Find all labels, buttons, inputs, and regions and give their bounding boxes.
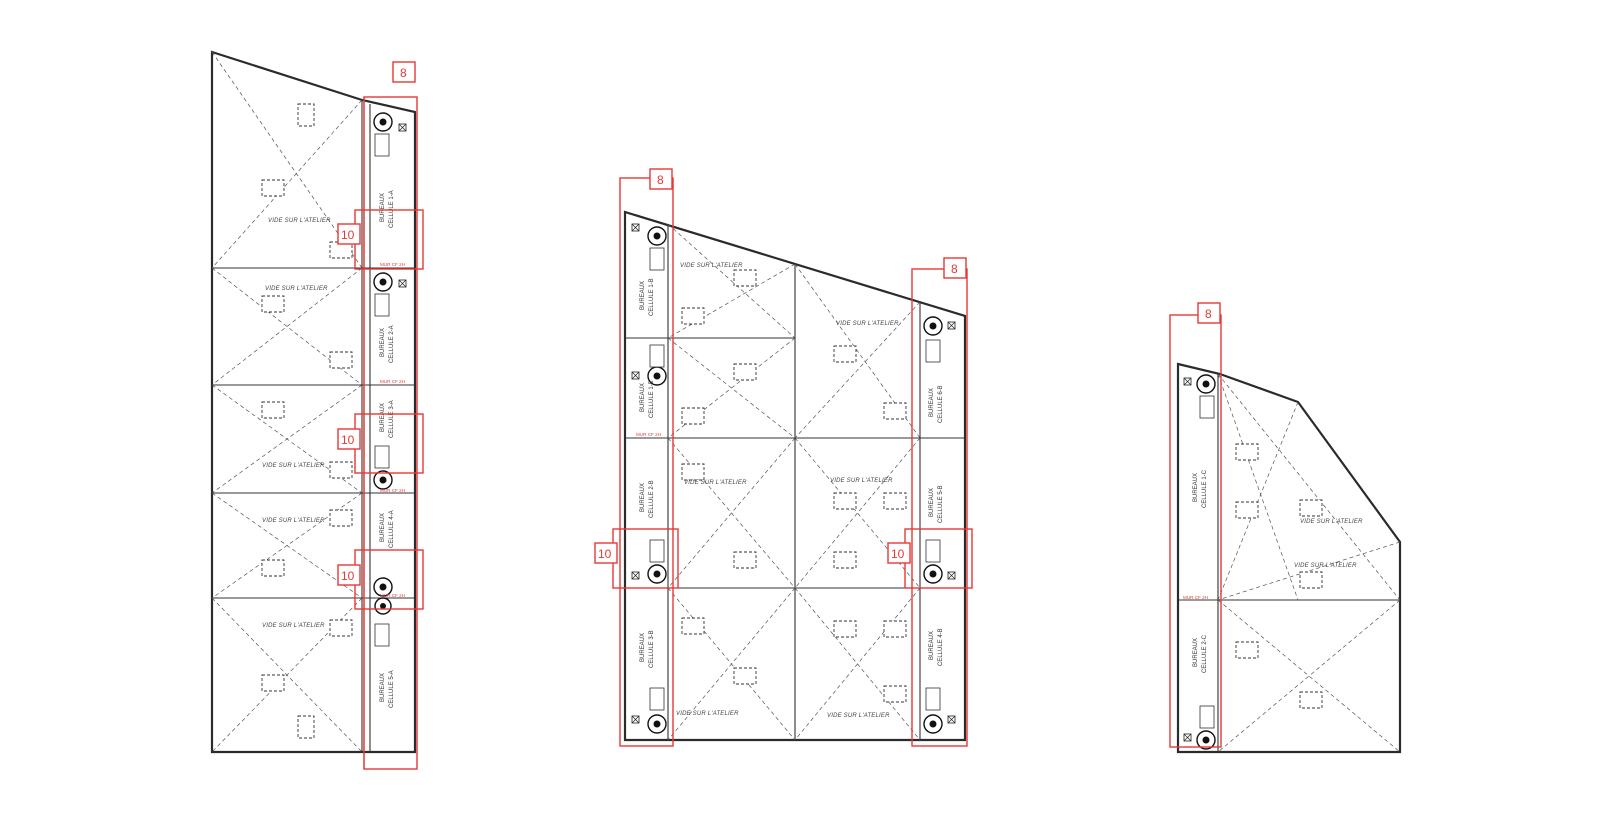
office-cell-label: CELLULE 4-B [938, 628, 944, 666]
void-label: VIDE SUR L'ATELIER [262, 463, 325, 469]
office-cell-label: CELLULE 6-B [938, 385, 944, 423]
office-label: BUREAUX [929, 488, 935, 517]
building-b: VIDE SUR L'ATELIER VIDE SUR L'ATELIER VI… [594, 168, 973, 747]
office-label: BUREAUX [929, 631, 935, 660]
xbox-icon [947, 321, 956, 330]
office-label: BUREAUX [640, 383, 646, 412]
xbox-icon [947, 715, 956, 724]
office-cell-label: CELLULE 1-B [649, 278, 655, 316]
stair-icon [373, 470, 393, 490]
tag-8: 8 [1205, 307, 1212, 321]
void-label: VIDE SUR L'ATELIER [265, 286, 328, 292]
office-cell-label: CELLULE 1-A [389, 190, 395, 228]
office-cell-label: CELLULE 2-B [649, 480, 655, 518]
stair-icon [1196, 730, 1216, 750]
office-cell-label: CELLULE 5-B [938, 485, 944, 523]
office-label: BUREAUX [929, 388, 935, 417]
xbox-icon [1183, 733, 1192, 742]
void-label: VIDE SUR L'ATELIER [268, 218, 331, 224]
xbox-icon [631, 715, 640, 724]
office-label: BUREAUX [1193, 638, 1199, 667]
wall-rating-label: MUR CF 2H [1183, 595, 1208, 600]
void-label: VIDE SUR L'ATELIER [1294, 563, 1357, 569]
stair-icon [374, 597, 392, 615]
office-cell-label: CELLULE 2-A [389, 325, 395, 363]
stair-icon [373, 112, 393, 132]
office-label: BUREAUX [380, 513, 386, 542]
office-cell-label: CELLULE 1-C [1202, 469, 1208, 508]
stair-icon [647, 714, 667, 734]
office-label: BUREAUX [640, 633, 646, 662]
tag-10: 10 [341, 569, 355, 583]
void-label: VIDE SUR L'ATELIER [830, 478, 893, 484]
stair-icon [1196, 374, 1216, 394]
void-label: VIDE SUR L'ATELIER [676, 711, 739, 717]
stair-icon [647, 226, 667, 246]
void-label: VIDE SUR L'ATELIER [1300, 519, 1363, 525]
stair-icon [923, 564, 943, 584]
office-cell-label: CELLULE 1-B [649, 380, 655, 418]
stair-icon [373, 577, 393, 597]
void-label: VIDE SUR L'ATELIER [827, 713, 890, 719]
xbox-icon [631, 371, 640, 380]
tag-10: 10 [341, 433, 355, 447]
office-label: BUREAUX [380, 673, 386, 702]
wall-rating-label: MUR CF 2H [380, 488, 405, 493]
void-label: VIDE SUR L'ATELIER [836, 321, 899, 327]
void-label: VIDE SUR L'ATELIER [262, 518, 325, 524]
wall-rating-label: MUR CF 2H [380, 379, 405, 384]
tag-8: 8 [951, 262, 958, 276]
office-label: BUREAUX [380, 328, 386, 357]
office-label: BUREAUX [640, 483, 646, 512]
stair-icon [923, 316, 943, 336]
building-a: VIDE SUR L'ATELIER VIDE SUR L'ATELIER VI… [210, 50, 424, 770]
stair-icon [373, 272, 393, 292]
office-label: BUREAUX [1193, 473, 1199, 502]
xbox-icon [398, 123, 407, 132]
xbox-icon [631, 223, 640, 232]
office-label: BUREAUX [640, 281, 646, 310]
building-c: VIDE SUR L'ATELIER VIDE SUR L'ATELIER BU… [1169, 302, 1402, 754]
wall-rating-label: MUR CF 2H [380, 593, 405, 598]
office-cell-label: CELLULE 3-A [389, 400, 395, 438]
wall-rating-label: MUR CF 2H [636, 432, 661, 437]
tag-8: 8 [400, 66, 407, 80]
xbox-icon [1183, 377, 1192, 386]
void-label: VIDE SUR L'ATELIER [262, 623, 325, 629]
tag-10: 10 [341, 228, 355, 242]
office-cell-label: CELLULE 3-B [649, 630, 655, 668]
xbox-icon [631, 571, 640, 580]
tag-10: 10 [891, 547, 905, 561]
xbox-icon [947, 571, 956, 580]
tag-10: 10 [598, 547, 612, 561]
void-label: VIDE SUR L'ATELIER [680, 263, 743, 269]
stair-icon [647, 564, 667, 584]
office-label: BUREAUX [380, 403, 386, 432]
office-cell-label: CELLULE 2-C [1202, 634, 1208, 673]
office-cell-label: CELLULE 4-A [389, 510, 395, 548]
office-cell-label: CELLULE 5-A [389, 670, 395, 708]
office-label: BUREAUX [380, 193, 386, 222]
xbox-icon [398, 279, 407, 288]
wall-rating-label: MUR CF 2H [380, 262, 405, 267]
void-label: VIDE SUR L'ATELIER [684, 480, 747, 486]
stair-icon [923, 714, 943, 734]
tag-8: 8 [657, 173, 664, 187]
